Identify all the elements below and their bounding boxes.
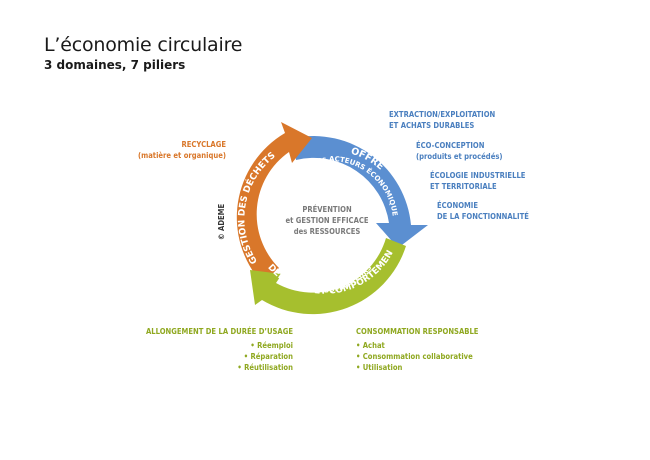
arc-offre	[294, 136, 428, 248]
pillar-ecoconception-line2: (produits et procédés)	[416, 152, 503, 161]
pillar-economie-line2: DE LA FONCTIONNALITÉ	[437, 212, 529, 221]
recyclage-sub: (matière et organique)	[138, 151, 226, 160]
consommation-item-3: • Utilisation	[356, 363, 403, 372]
recyclage-title: RECYCLAGE	[181, 140, 226, 149]
allongement-item-3: • Réutilisation	[237, 363, 293, 372]
allongement-item-2: • Réparation	[244, 352, 293, 361]
pillar-ecologie-line1: ÉCOLOGIE INDUSTRIELLE	[430, 171, 526, 180]
pillar-ecologie-line2: ET TERRITORIALE	[430, 182, 497, 191]
allongement-title: ALLONGEMENT DE LA DURÉE D’USAGE	[146, 327, 293, 336]
page-title: L’économie circulaire	[44, 34, 243, 56]
allongement-item-1: • Réemploi	[250, 341, 293, 350]
center-line2: et GESTION EFFICACE	[285, 216, 368, 225]
arc-gestion	[236, 122, 312, 283]
center-line1: PRÉVENTION	[302, 205, 352, 214]
ademe-credit: © ADEME	[217, 204, 226, 241]
page-subtitle: 3 domaines, 7 piliers	[44, 58, 186, 72]
pillar-economie-line1: ÉCONOMIE	[437, 201, 478, 210]
consommation-item-2: • Consommation collaborative	[356, 352, 473, 361]
pillar-extraction-line1: EXTRACTION/EXPLOITATION	[389, 110, 496, 119]
offre-sublabel: des ACTEURS ÉCONOMIQUES	[0, 0, 399, 217]
arc-demande	[250, 238, 406, 315]
consommation-item-1: • Achat	[356, 341, 386, 350]
pillar-extraction-line2: ET ACHATS DURABLES	[389, 121, 474, 130]
pillar-ecoconception-line1: ÉCO-CONCEPTION	[416, 141, 485, 150]
center-line3: des RESSOURCES	[294, 227, 361, 236]
consommation-title: CONSOMMATION RESPONSABLE	[356, 327, 479, 336]
